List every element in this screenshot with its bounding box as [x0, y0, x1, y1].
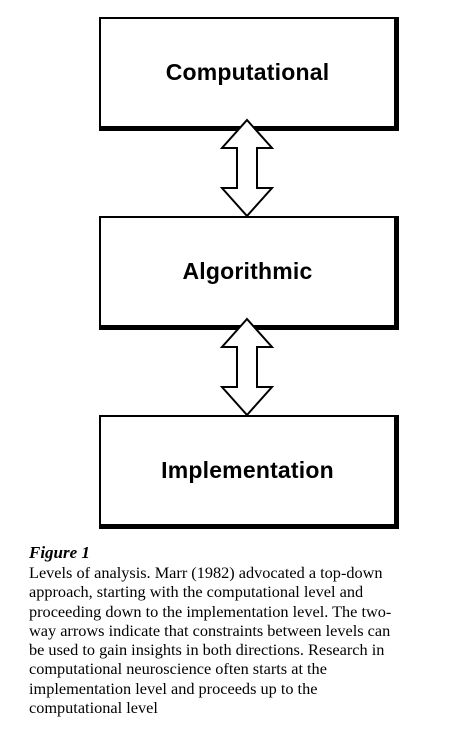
- algorithmic-level-label: Algorithmic: [182, 258, 313, 284]
- implementation-level-label: Implementation: [161, 457, 334, 483]
- caption-line: way arrows indicate that constraints bet…: [29, 620, 391, 640]
- caption-line: implementation level and proceeds up to …: [29, 678, 318, 698]
- caption-line: computational neuroscience often starts …: [29, 659, 327, 679]
- caption-line: approach, starting with the computationa…: [29, 582, 364, 602]
- caption-line: Levels of analysis. Marr (1982) advocate…: [29, 563, 383, 582]
- caption-line: proceeding down to the implementation le…: [29, 601, 392, 621]
- caption-line: be used to gain insights in both directi…: [29, 640, 385, 660]
- two-way-arrow-icon: [219, 317, 275, 417]
- computational-level-label: Computational: [165, 59, 330, 85]
- two-way-arrow-icon: [219, 118, 275, 218]
- computational-level-box: Computational: [99, 17, 399, 131]
- algorithmic-level-box: Algorithmic: [99, 216, 399, 330]
- caption-title: Figure 1: [29, 543, 90, 562]
- implementation-level-box: Implementation: [99, 415, 399, 529]
- caption-line: computational level: [29, 698, 158, 718]
- figure-caption: Figure 1 Levels of analysis. Marr (1982)…: [29, 543, 469, 717]
- caption-text: Levels of analysis. Marr (1982) advocate…: [29, 563, 469, 717]
